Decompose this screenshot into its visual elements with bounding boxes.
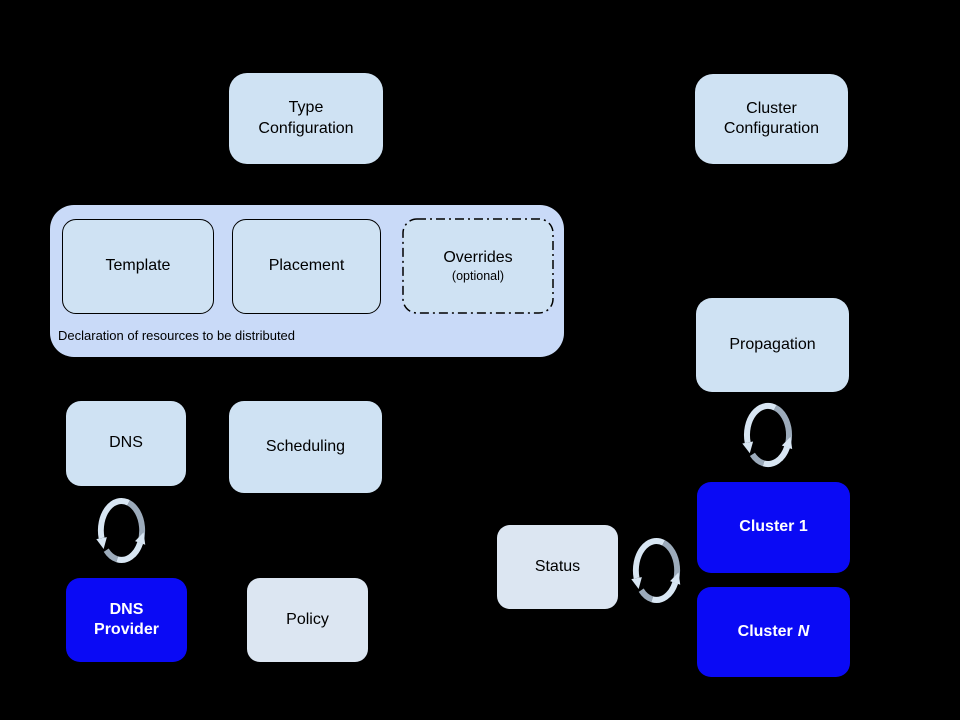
policy-label: Policy [286, 610, 329, 628]
node-dns: DNS [66, 401, 186, 486]
node-overrides: Overrides (optional) [402, 218, 554, 314]
node-template: Template [62, 219, 214, 314]
node-cluster-1: Cluster 1 [697, 482, 850, 573]
declaration-caption: Declaration of resources to be distribut… [58, 328, 296, 343]
propagation-sync-icon [741, 399, 795, 471]
node-policy: Policy [247, 578, 368, 662]
dns-sync-icon [95, 494, 148, 567]
type-configuration-label: Type Configuration [258, 99, 354, 137]
dns-provider-label: DNS Provider [94, 600, 159, 638]
status-label: Status [534, 557, 581, 575]
node-cluster-configuration: Cluster Configuration [695, 74, 848, 164]
overrides-dashdot-border [402, 218, 554, 314]
node-scheduling: Scheduling [229, 401, 382, 493]
cluster-configuration-label: Cluster Configuration [723, 99, 820, 137]
node-placement: Placement [232, 219, 381, 314]
propagation-label: Propagation [729, 335, 816, 353]
cluster-n-italic: N [797, 622, 810, 640]
overrides-label: Overrides [443, 248, 513, 266]
node-type-configuration: Type Configuration [229, 73, 383, 164]
node-status: Status [497, 525, 618, 609]
placement-label: Placement [268, 257, 345, 275]
overrides-sublabel: (optional) [451, 269, 505, 284]
status-sync-icon [630, 534, 683, 607]
node-dns-provider: DNS Provider [66, 578, 187, 662]
dns-label: DNS [109, 434, 143, 452]
scheduling-label: Scheduling [265, 437, 346, 455]
template-label: Template [105, 257, 171, 275]
cluster-1-label: Cluster 1 [739, 518, 808, 536]
node-propagation: Propagation [696, 298, 849, 392]
